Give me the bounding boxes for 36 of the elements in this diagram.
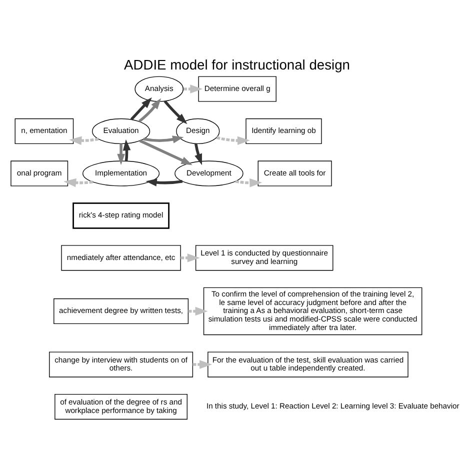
arrow [164, 100, 188, 124]
node-box: nmediately after attendance, etc [61, 244, 181, 270]
arrow [122, 138, 131, 161]
diagram-title: ADDIE model for instructional design [124, 56, 350, 72]
arrow [130, 96, 152, 120]
node-box: rick's 4-step rating model [72, 202, 170, 228]
arrow [216, 136, 250, 144]
node-ellipse: Analysis [134, 76, 184, 102]
node-ellipse: Evaluation [92, 118, 150, 144]
node-box: achievement degree by written tests, [54, 298, 189, 324]
node-ellipse: Development [174, 160, 244, 186]
node-box: n, ementation [14, 118, 74, 144]
arrow [139, 138, 192, 165]
node-box: For the evaluation of the test, skill evaluation was carried out u table independently created. [208, 351, 408, 377]
node-box: change by interview with students on of others. [49, 351, 194, 377]
label: In this study, Level 1: Reaction Level 2: Learning level 3: Evaluate behavior [206, 401, 460, 410]
arrow [188, 306, 208, 316]
arrow [138, 98, 162, 122]
node-box: Create all tools for [258, 160, 332, 186]
arrow [143, 135, 184, 143]
arrow [64, 178, 93, 187]
arrow [69, 136, 99, 144]
arrow [180, 253, 200, 262]
node-box: of evaluation of the degree of rs and workplace performance by taking [54, 393, 188, 420]
node-ellipse: Design [176, 118, 220, 144]
node-box: Determine overall g [198, 76, 276, 102]
node-box: Identify learning ob [246, 118, 322, 144]
node-box: Level 1 is conducted by questionnaire survey and learning [195, 244, 334, 270]
arrow [146, 178, 183, 186]
arrow [194, 143, 202, 165]
arrow [117, 143, 125, 165]
arrow [235, 178, 262, 187]
node-box: onal program [10, 160, 68, 186]
arrow [184, 84, 203, 93]
arrow [192, 360, 212, 368]
node-box: To confirm the level of comprehension of the training level 2, le same level of accuracy judgment before and after the training a As a behavioral evaluation, short-term case simulation tests usi and modified-CPSS scale were conducted immediately after tra later. [203, 286, 422, 335]
